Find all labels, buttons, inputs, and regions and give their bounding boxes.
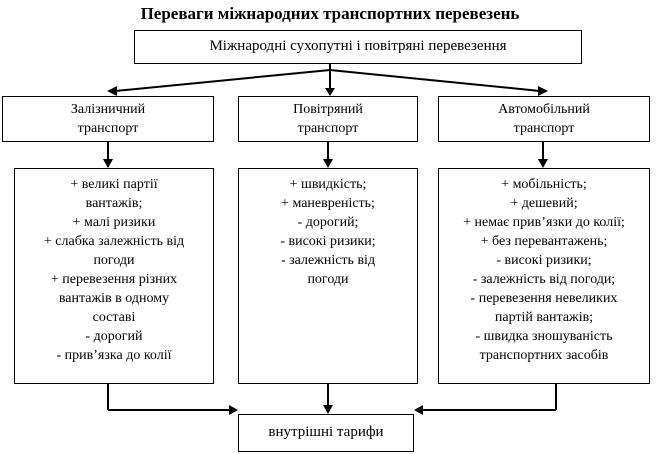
- rail-transport-box: Залізничний транспорт: [2, 96, 214, 142]
- arrowhead-road-to-result: [414, 405, 423, 415]
- rail-features-box: + великі партії вантажів; + малі ризики …: [14, 168, 214, 384]
- diagram-title: Переваги міжнародних транспортних переве…: [140, 4, 520, 23]
- road-feature-line: партій вантажів;: [494, 310, 594, 325]
- arrowhead-air-to-result: [323, 405, 333, 414]
- air-title-line-1: Повітряний: [293, 102, 363, 117]
- air-title-line-2: транспорт: [297, 121, 359, 136]
- root-to-road-line: [329, 69, 541, 92]
- result-node-box: внутрішні тарифи: [238, 414, 414, 452]
- road-feature-line: - швидка зношуваність: [475, 329, 613, 344]
- rail-title-line-1: Залізничний: [70, 102, 146, 117]
- rail-feature-line: погоди: [93, 253, 135, 268]
- arrowhead-to-air-mode: [325, 88, 335, 96]
- road-title-line-1: Автомобільний: [498, 102, 590, 117]
- road-feature-line: - високі ризики;: [496, 253, 592, 268]
- road-features-box: + мобільність; + дешевий; + немає прив’я…: [438, 168, 650, 384]
- rail-feature-line: вантажів в одному: [58, 291, 170, 306]
- road-title-line-2: транспорт: [513, 121, 575, 136]
- arrowhead-to-rail-mode: [107, 86, 117, 96]
- road-feature-line: + без перевантажень;: [480, 234, 608, 249]
- rail-title-line-2: транспорт: [77, 121, 139, 136]
- arrowhead-to-road-mode: [538, 86, 548, 96]
- root-to-rail-line: [114, 69, 331, 92]
- air-features-box: + швидкість; + маневреність; - дорогий; …: [238, 168, 418, 384]
- rail-feature-line: составі: [92, 310, 136, 325]
- road-feature-line: + мобільність;: [501, 177, 587, 192]
- arrowhead-rail-to-result: [229, 405, 238, 415]
- air-feature-line: погоди: [307, 272, 349, 287]
- road-feature-line: транспортних засобів: [479, 348, 609, 363]
- rail-feature-line: вантажів;: [85, 196, 143, 211]
- root-node-box: Міжнародні сухопутні і повітряні перевез…: [134, 30, 582, 64]
- road-feature-line: - залежність від погоди;: [472, 272, 616, 287]
- air-transport-box: Повітряний транспорт: [238, 96, 418, 142]
- arrowhead-to-road-list: [538, 159, 548, 168]
- air-feature-line: - високі ризики;: [280, 234, 376, 249]
- road-feature-line: - перевезення невеликих: [470, 291, 618, 306]
- rail-feature-line: - дорогий: [85, 329, 143, 344]
- road-transport-box: Автомобільний транспорт: [438, 96, 650, 142]
- road-feature-line: + дешевий;: [510, 196, 578, 211]
- rail-feature-line: + перевезення різних: [50, 272, 178, 287]
- air-feature-line: + маневреність;: [281, 196, 375, 211]
- rail-feature-line: + малі ризики: [72, 215, 156, 230]
- air-feature-line: + швидкість;: [289, 177, 367, 192]
- road-feature-line: + немає прив’язки до колії;: [463, 215, 625, 230]
- rail-feature-line: - прив’язка до колії: [56, 348, 172, 363]
- rail-feature-line: + великі партії: [70, 177, 158, 192]
- air-feature-line: - дорогий;: [297, 215, 359, 230]
- rail-feature-line: + слабка залежність від: [43, 234, 185, 249]
- air-feature-line: - залежність від: [280, 253, 376, 268]
- arrowhead-to-air-list: [323, 159, 333, 168]
- arrowhead-to-rail-list: [103, 159, 113, 168]
